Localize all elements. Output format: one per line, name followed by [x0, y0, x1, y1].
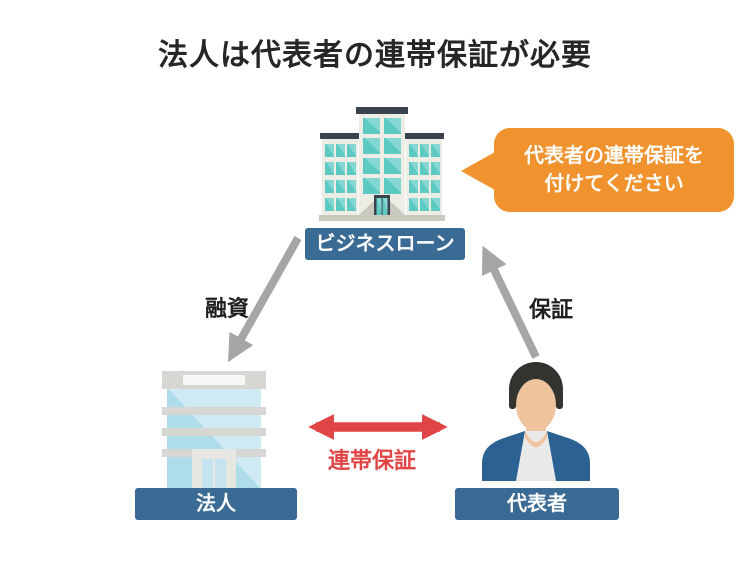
- edge-label-financing: 融資: [204, 296, 249, 321]
- businessman-icon: [480, 361, 592, 481]
- node-label-corporation: 法人: [135, 488, 297, 520]
- page-title: 法人は代表者の連帯保証が必要: [158, 39, 592, 72]
- speech-bubble-line1: 代表者の連帯保証を: [524, 145, 704, 167]
- speech-bubble-tail: [461, 152, 495, 190]
- speech-bubble: 代表者の連帯保証を 付けてください: [461, 128, 734, 212]
- office-building-icon: [162, 371, 266, 489]
- speech-bubble-line2: 付けてください: [544, 173, 684, 195]
- bank-building-icon: [319, 107, 445, 221]
- node-label-business-loan: ビジネスローン: [305, 228, 465, 260]
- node-label-representative: 代表者: [455, 488, 619, 520]
- edge-label-guarantee: 保証: [528, 297, 573, 322]
- edge-label-joint-guarantee: 連帯保証: [327, 448, 416, 473]
